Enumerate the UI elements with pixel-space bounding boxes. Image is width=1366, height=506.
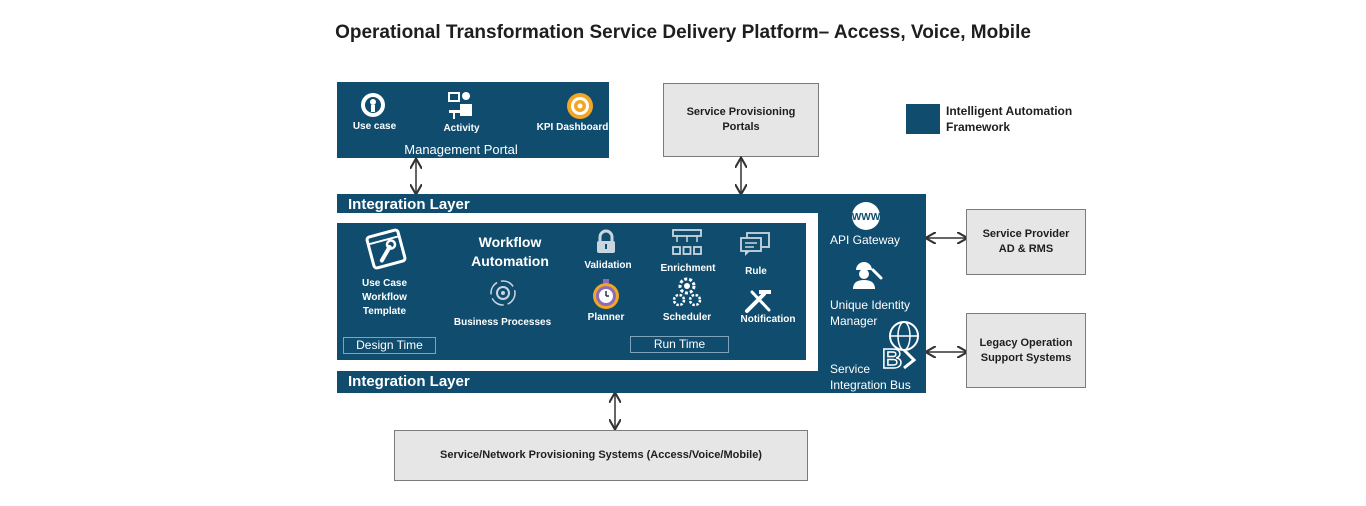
management-portal: Use case Activity KPI Dashboard Manageme… (337, 82, 609, 158)
runtime-rule[interactable]: Rule (745, 266, 767, 277)
business-processes-label[interactable]: Business Processes (453, 317, 552, 328)
run-time-tag: Run Time (630, 336, 729, 353)
design-time-tag: Design Time (343, 337, 436, 354)
stopwatch-icon (593, 279, 619, 309)
workflow-inner: Use Case Workflow Template Workflow Auto… (337, 223, 806, 360)
management-portal-label: Management Portal (404, 142, 518, 157)
www-globe-icon: WWW (852, 202, 881, 230)
runtime-planner[interactable]: Planner (587, 312, 625, 323)
service-provisioning-line1: Service Provisioning (686, 106, 796, 118)
gear-dashboard-icon (567, 93, 593, 119)
provisioning-systems-box: Service/Network Provisioning Systems (Ac… (394, 430, 808, 481)
runtime-scheduler[interactable]: Scheduler (662, 312, 712, 323)
identity-line2: Manager (830, 314, 878, 328)
service-provider-line2: AD & RMS (998, 243, 1054, 255)
service-integration-bus-label[interactable]: Service Integration Bus (830, 361, 911, 393)
legend-label: Intelligent Automation Framework (946, 103, 1072, 135)
integration-bus-icon: B (881, 321, 919, 375)
identity-line1: Unique Identity (830, 298, 911, 312)
gears-icon (672, 277, 702, 307)
svg-text:B: B (882, 343, 902, 374)
service-provisioning-line2: Portals (722, 121, 760, 133)
lock-icon (597, 229, 615, 253)
template-line1: Use Case (361, 278, 408, 289)
unique-identity-manager-label[interactable]: Unique Identity Manager (830, 297, 910, 329)
template-line3: Template (362, 306, 407, 317)
cycle-gear-icon (490, 280, 516, 306)
portal-item-kpi-dashboard[interactable]: KPI Dashboard (536, 122, 609, 133)
workflow-line2: Automation (471, 253, 549, 269)
runtime-notification[interactable]: Notification (740, 314, 796, 325)
runtime-validation[interactable]: Validation (584, 260, 632, 271)
api-gateway-label[interactable]: API Gateway (830, 233, 901, 247)
runtime-enrichment[interactable]: Enrichment (660, 263, 716, 274)
service-provider-box: Service Provider AD & RMS (966, 209, 1086, 275)
portal-item-use-case[interactable]: Use case (352, 121, 397, 132)
wrench-window-icon (365, 228, 407, 270)
portal-item-activity[interactable]: Activity (443, 123, 480, 134)
service-provider-line1: Service Provider (982, 228, 1070, 240)
service-provisioning-portals-box: Service Provisioning Portals (663, 83, 819, 157)
legend-swatch (906, 104, 940, 134)
legacy-oss-box: Legacy Operation Support Systems (966, 313, 1086, 388)
legacy-line2: Support Systems (980, 351, 1072, 364)
template-line2: Workflow (362, 292, 407, 303)
legend-line2: Framework (946, 120, 1011, 134)
diagram-title: Operational Transformation Service Deliv… (335, 22, 1031, 43)
hierarchy-icon (672, 229, 702, 255)
workflow-automation-heading: Workflow Automation (450, 233, 570, 271)
www-text: WWW (852, 212, 881, 223)
legend-line1: Intelligent Automation (946, 104, 1073, 118)
provisioning-systems-label: Service/Network Provisioning Systems (Ac… (440, 449, 762, 461)
legacy-line1: Legacy Operation (979, 336, 1073, 349)
bus-line2: Integration Bus (830, 378, 911, 392)
workflow-line1: Workflow (478, 234, 542, 250)
integration-framework-block: Integration Layer Integration Layer Use … (337, 194, 926, 393)
person-desk-icon (448, 92, 472, 119)
bus-line1: Service (830, 362, 871, 376)
use-case-workflow-template[interactable]: Use Case Workflow Template (347, 277, 422, 319)
integration-layer-top: Integration Layer (348, 196, 470, 213)
chat-bubbles-icon (740, 232, 770, 256)
tools-icon (745, 290, 771, 313)
integration-layer-bottom: Integration Layer (348, 373, 470, 390)
identity-worker-icon (853, 262, 883, 289)
usecase-icon (361, 93, 385, 117)
